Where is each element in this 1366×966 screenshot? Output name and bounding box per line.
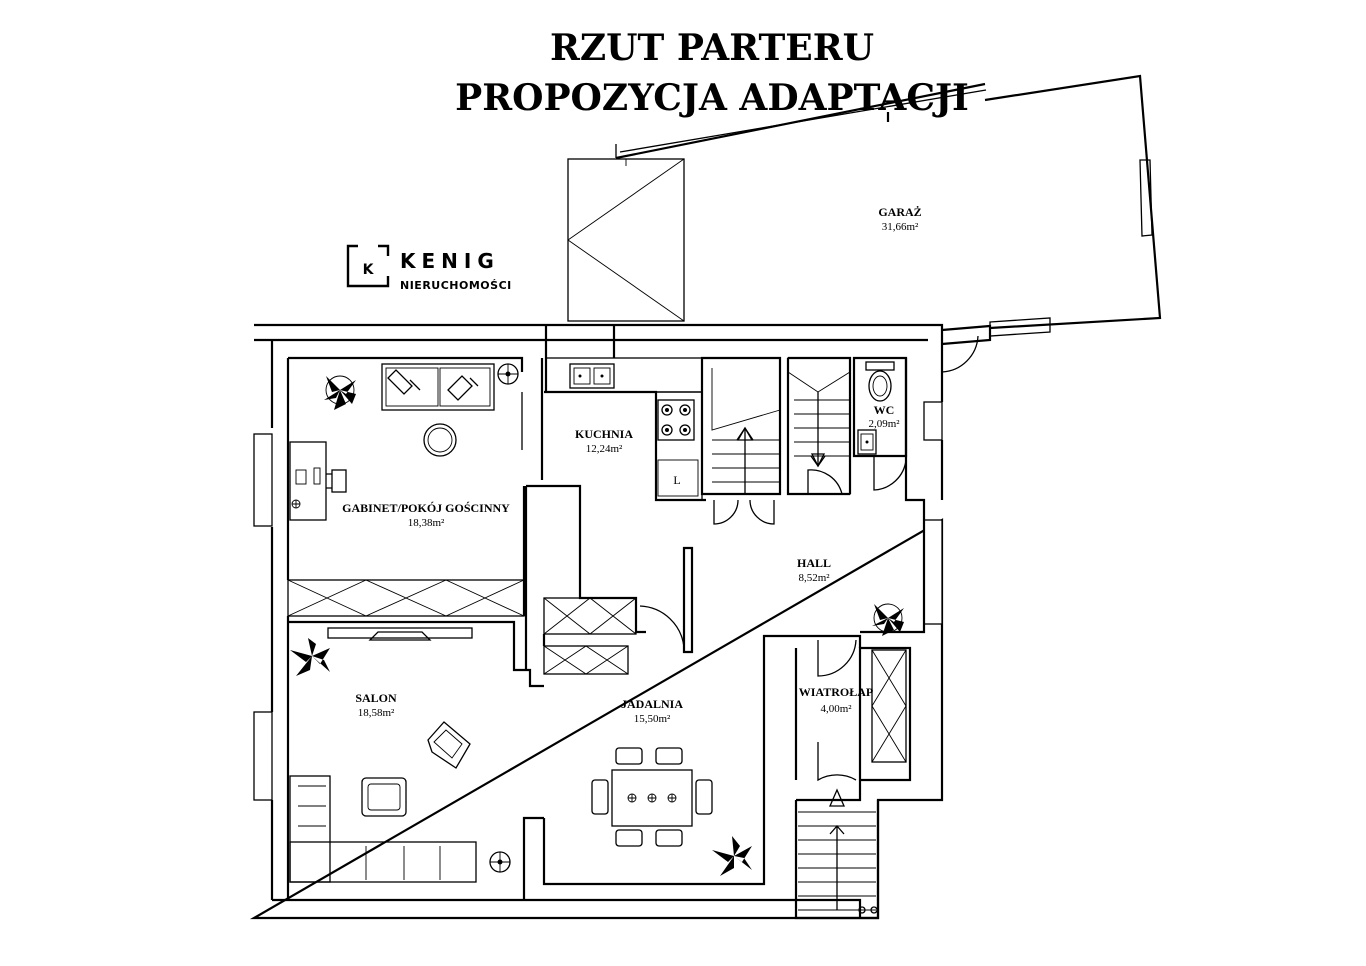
lamp-icon <box>497 363 519 385</box>
logo-mark-frame <box>346 244 390 288</box>
room-label-gabinet: GABINET/POKÓJ GOŚCINNY 18,38m² <box>342 501 510 529</box>
desk-icon <box>289 441 347 521</box>
tv-icon <box>327 627 473 641</box>
room-area: 8,52m² <box>798 572 830 584</box>
sink-icon <box>569 363 615 389</box>
plant-icon <box>712 836 752 876</box>
room-area: 12,24m² <box>586 443 623 455</box>
room-name: WIATROŁAP <box>799 685 873 699</box>
room-label-jadalnia: JADALNIA 15,50m² <box>621 697 683 725</box>
door-icon <box>521 334 979 782</box>
logo-subtitle: NIERUCHOMOŚCI <box>400 279 512 292</box>
room-name: KUCHNIA <box>575 427 633 441</box>
lamp-icon <box>489 851 511 873</box>
stairs-icon <box>701 357 781 495</box>
room-area: 4,00m² <box>820 703 852 715</box>
logo-mark-letter: K <box>363 262 375 278</box>
room-area: 2,09m² <box>868 418 900 430</box>
toilet-icon <box>865 361 895 402</box>
plant-icon <box>872 603 904 636</box>
room-label-hall: HALL 8,52m² <box>797 556 831 584</box>
room-label-wiatrolap: WIATROŁAP 4,00m² <box>799 685 873 715</box>
plant-icon <box>290 638 330 676</box>
sofa-icon <box>289 775 477 883</box>
fridge <box>657 459 699 497</box>
room-name: SALON <box>355 691 397 705</box>
stairs-icon <box>787 357 851 495</box>
garage-skylight <box>567 158 685 322</box>
room-label-salon: SALON 18,58m² <box>355 691 397 719</box>
coffee-table <box>361 777 407 817</box>
room-name: GARAŻ <box>878 205 921 219</box>
round-rug <box>423 423 457 457</box>
fridge-label: L <box>673 473 680 487</box>
logo-brand: KENIG <box>400 249 500 273</box>
room-area: 15,50m² <box>634 713 671 725</box>
plan-title-line1: RZUT PARTERU <box>550 27 874 69</box>
room-name: HALL <box>797 556 831 570</box>
room-label-garaz: GARAŻ 31,66m² <box>878 205 921 233</box>
armchair-icon <box>427 721 471 769</box>
sofa-icon <box>381 363 495 411</box>
company-logo: K KENIG NIERUCHOMOŚCI <box>346 244 512 292</box>
room-area: 18,38m² <box>408 517 445 529</box>
sink-icon <box>857 429 877 455</box>
room-name: GABINET/POKÓJ GOŚCINNY <box>342 501 510 515</box>
stove-icon <box>657 399 695 441</box>
room-area: 18,58m² <box>358 707 395 719</box>
stairs-icon <box>798 788 878 914</box>
plant-icon <box>324 375 356 410</box>
room-name: WC <box>874 403 895 417</box>
room-label-wc: WC 2,09m² <box>868 403 900 430</box>
room-area: 31,66m² <box>882 221 919 233</box>
dining-table-icon <box>591 747 713 847</box>
room-label-kuchnia: KUCHNIA 12,24m² <box>575 427 633 455</box>
room-name: JADALNIA <box>621 697 683 711</box>
kitchen-counter: L <box>545 357 703 501</box>
plan-title-line2: PROPOZYCJA ADAPTACJI <box>455 77 969 119</box>
garage-outline <box>615 74 1162 346</box>
